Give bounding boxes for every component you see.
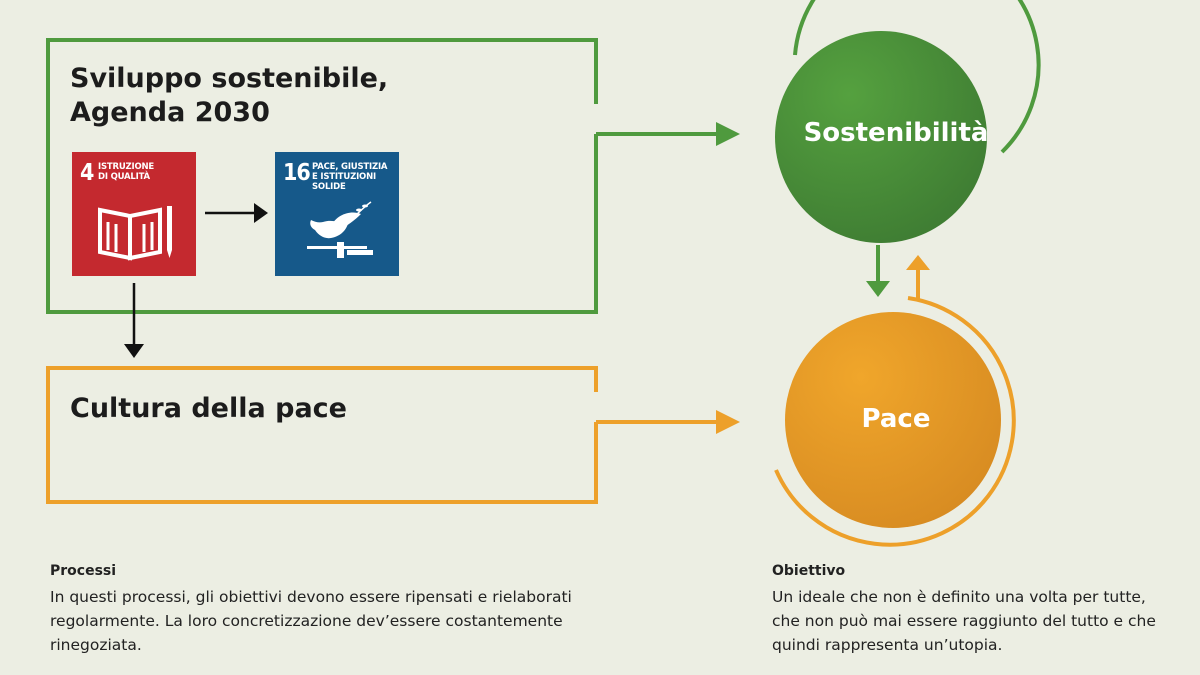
pace-circle	[785, 312, 1001, 528]
pace-ring	[774, 296, 1016, 547]
sostenibilita-circle	[775, 31, 987, 243]
arrow-head-pace	[716, 410, 740, 434]
sustainable-development-box	[46, 38, 598, 314]
arrow-head-down	[124, 344, 144, 358]
arrow-head-green-down	[866, 281, 890, 297]
culture-of-peace-box	[46, 366, 598, 504]
arrow-head-right	[254, 203, 268, 223]
arrow-head-orange-up	[906, 255, 930, 270]
arrow-head-sostenibilita	[716, 122, 740, 146]
sostenibilita-ring	[793, 0, 1041, 154]
